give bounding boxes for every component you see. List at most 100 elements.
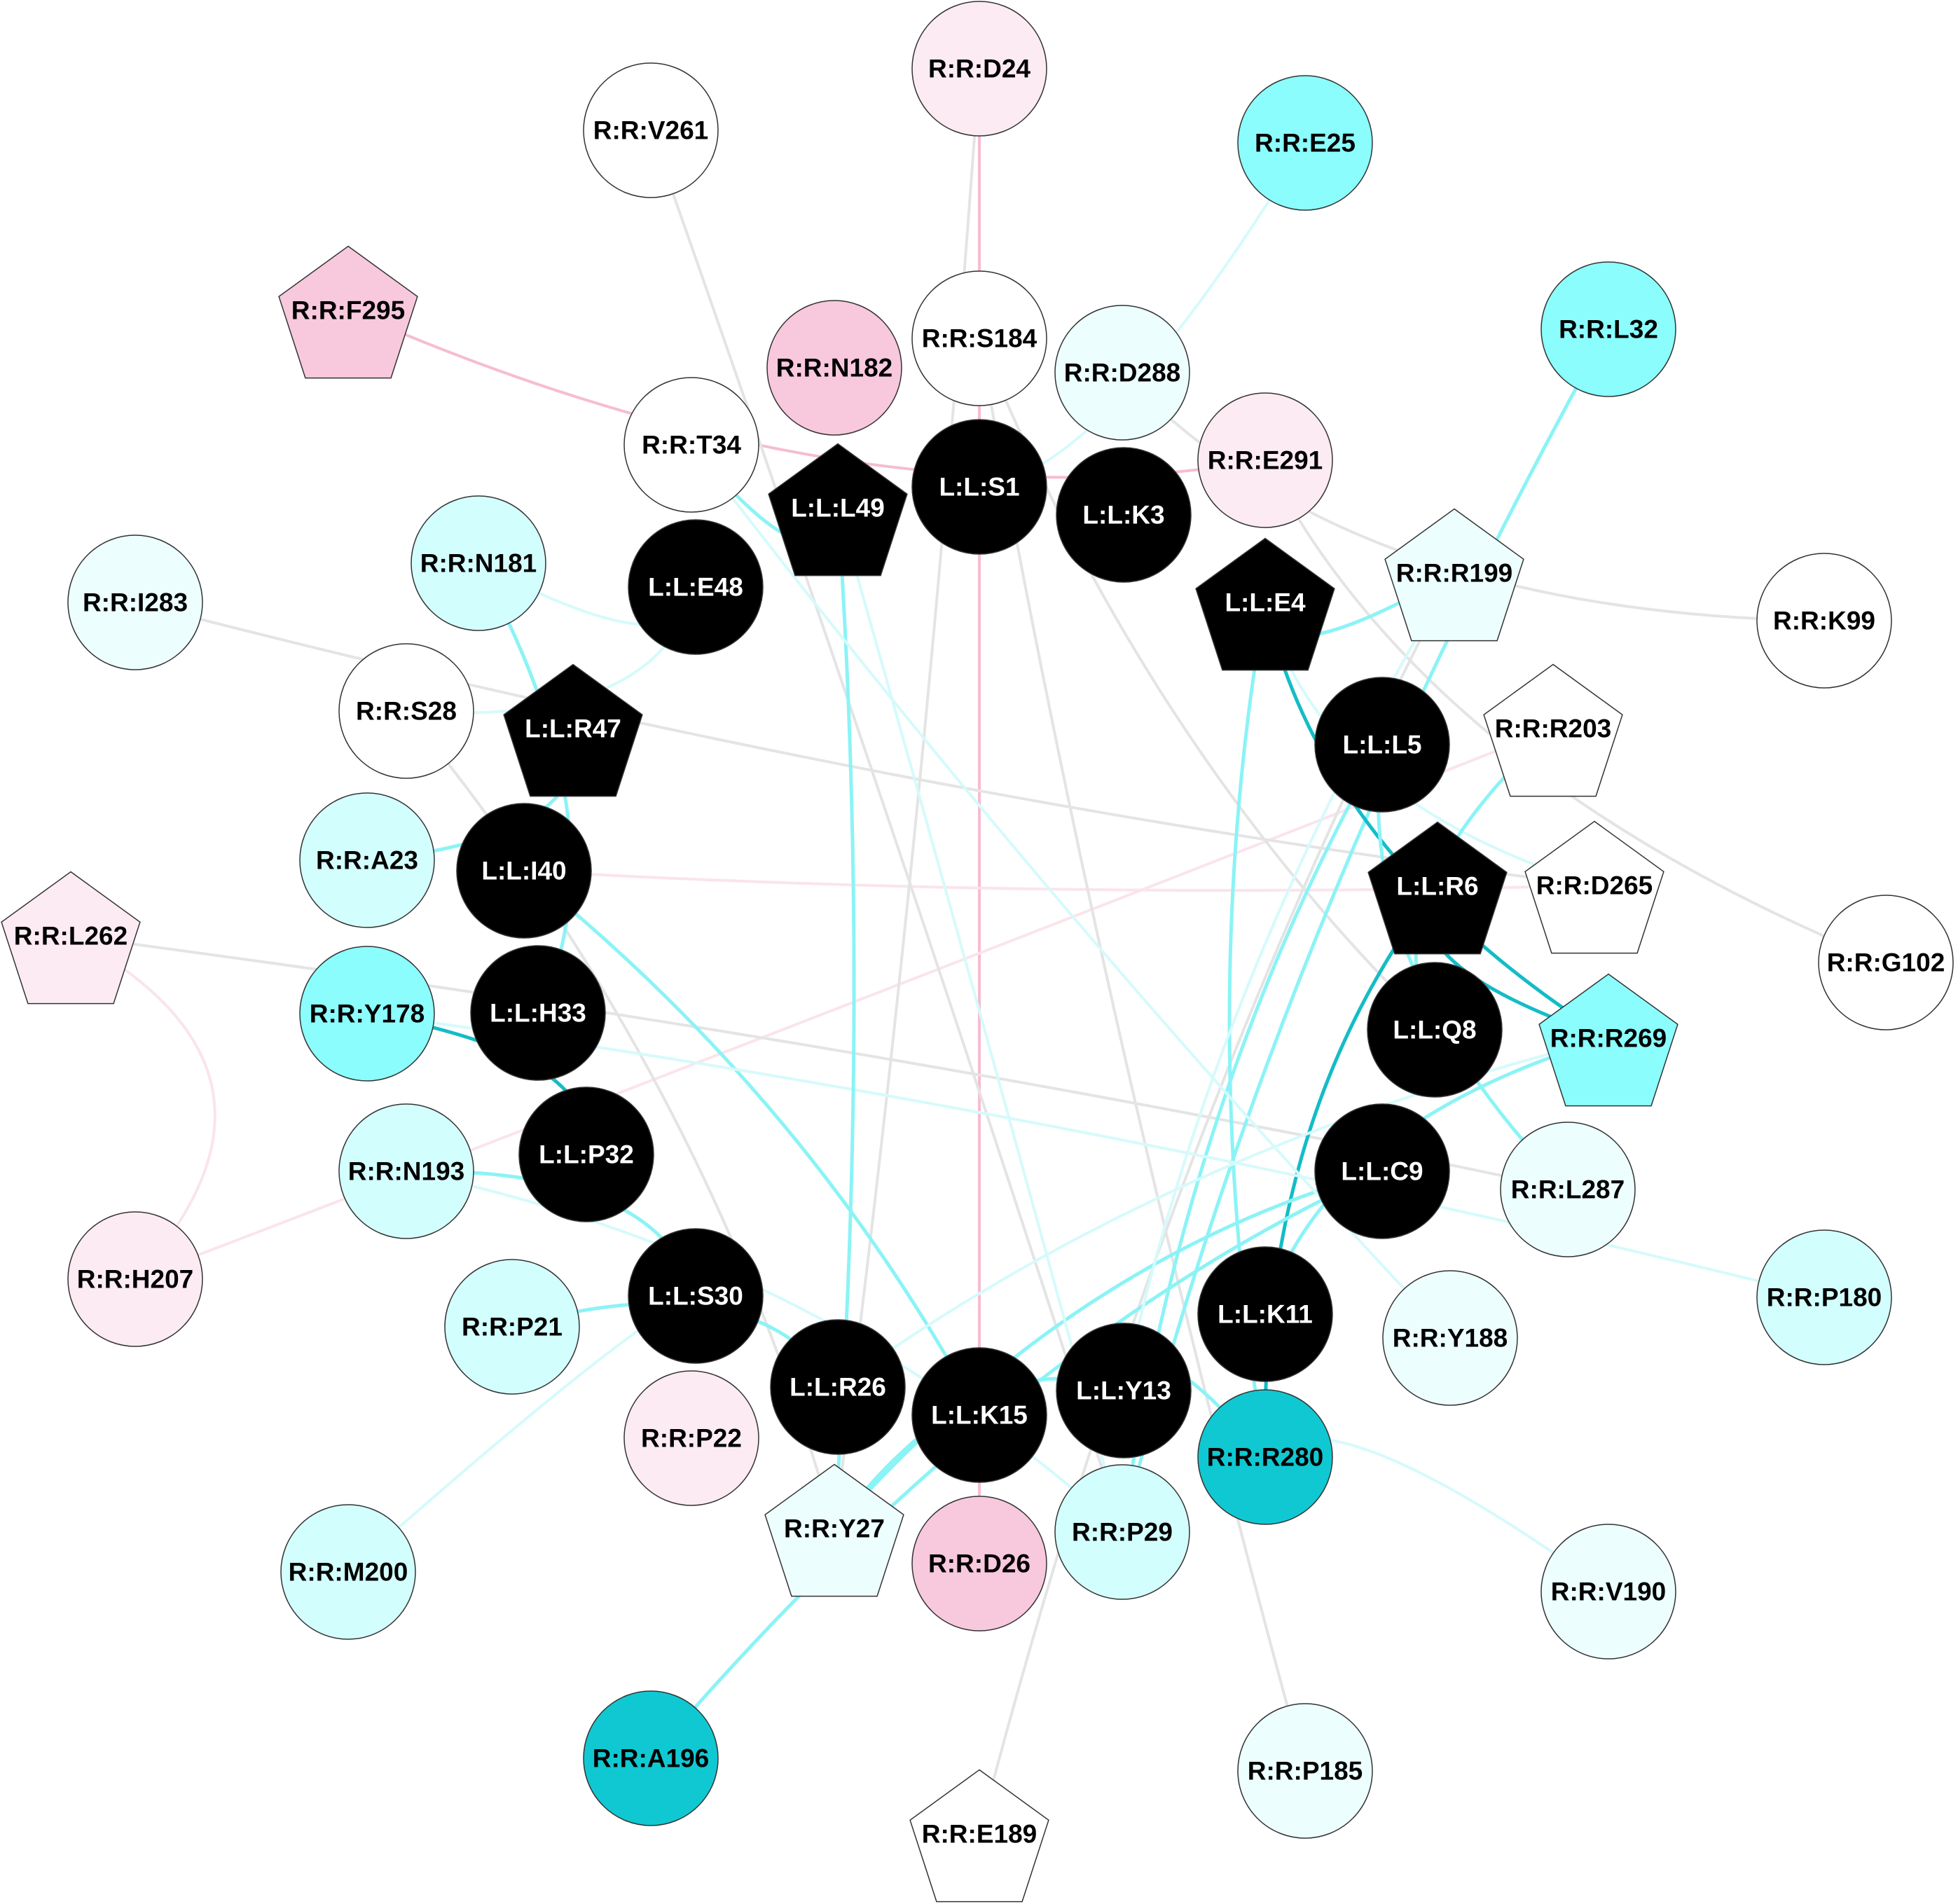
node-r-r-y27[interactable]: R:R:Y27 — [764, 1463, 904, 1597]
node-label: R:R:E189 — [922, 1820, 1037, 1849]
node-label: L:L:S1 — [939, 473, 1019, 502]
node-label: R:R:V261 — [593, 116, 709, 145]
node-l-l-y13[interactable]: L:L:Y13 — [1056, 1323, 1192, 1458]
node-r-r-p180[interactable]: R:R:P180 — [1756, 1229, 1892, 1365]
node-r-r-n193[interactable]: R:R:N193 — [338, 1103, 474, 1239]
node-shape-circle — [1367, 962, 1503, 1098]
node-l-l-s1[interactable]: L:L:S1 — [911, 419, 1047, 555]
edge-r-r-l262-r-r-h207 — [69, 934, 216, 1281]
node-label: R:R:D24 — [928, 55, 1030, 83]
node-shape-circle — [1314, 1103, 1450, 1239]
node-r-r-h207[interactable]: R:R:H207 — [67, 1211, 203, 1347]
node-label: L:L:K11 — [1218, 1300, 1313, 1329]
node-shape-circle — [1382, 1270, 1518, 1406]
node-r-r-a23[interactable]: R:R:A23 — [299, 792, 435, 928]
node-r-r-p22[interactable]: R:R:P22 — [623, 1370, 759, 1506]
node-l-l-e4[interactable]: L:L:E4 — [1195, 537, 1335, 671]
node-l-l-k15[interactable]: L:L:K15 — [911, 1347, 1047, 1483]
node-r-r-p185[interactable]: R:R:P185 — [1237, 1703, 1373, 1839]
node-shape-pentagon — [1195, 537, 1335, 671]
node-l-l-l5[interactable]: L:L:L5 — [1314, 677, 1450, 813]
node-r-r-e189[interactable]: R:R:E189 — [909, 1769, 1049, 1903]
node-r-r-l287[interactable]: R:R:L287 — [1500, 1122, 1636, 1257]
node-r-r-p29[interactable]: R:R:P29 — [1054, 1464, 1190, 1600]
node-r-r-k99[interactable]: R:R:K99 — [1756, 553, 1892, 689]
node-l-l-h33[interactable]: L:L:H33 — [470, 945, 606, 1081]
node-l-l-e48[interactable]: L:L:E48 — [628, 519, 764, 655]
node-label: R:R:N182 — [776, 354, 893, 382]
node-r-r-p21[interactable]: R:R:P21 — [444, 1259, 580, 1395]
node-label: R:R:M200 — [289, 1558, 408, 1587]
node-shape-circle — [628, 1228, 764, 1364]
node-shape-circle — [338, 1103, 474, 1239]
node-label: L:L:L49 — [791, 494, 885, 523]
node-r-r-r269[interactable]: R:R:R269 — [1538, 973, 1678, 1107]
node-shape-circle — [1056, 447, 1192, 583]
node-r-r-r280[interactable]: R:R:R280 — [1197, 1389, 1333, 1525]
node-shape-circle — [1500, 1122, 1636, 1257]
node-l-l-r47[interactable]: L:L:R47 — [503, 663, 643, 797]
node-r-r-d265[interactable]: R:R:D265 — [1524, 820, 1664, 954]
node-label: R:R:A23 — [316, 846, 418, 875]
node-shape-circle — [1197, 1389, 1333, 1525]
node-r-r-y188[interactable]: R:R:Y188 — [1382, 1270, 1518, 1406]
node-r-r-y178[interactable]: R:R:Y178 — [299, 946, 435, 1082]
node-r-r-v190[interactable]: R:R:V190 — [1540, 1524, 1676, 1660]
node-r-r-g102[interactable]: R:R:G102 — [1818, 895, 1954, 1030]
node-shape-pentagon — [503, 663, 643, 797]
node-label: L:L:I40 — [481, 857, 566, 885]
node-label: R:R:S28 — [356, 697, 457, 726]
node-label: R:R:L32 — [1559, 315, 1658, 344]
node-r-r-r203[interactable]: R:R:R203 — [1483, 663, 1623, 797]
node-label: R:R:N193 — [348, 1157, 465, 1186]
node-shape-circle — [1540, 261, 1676, 397]
node-r-r-n181[interactable]: R:R:N181 — [411, 495, 546, 631]
node-r-r-t34[interactable]: R:R:T34 — [623, 377, 759, 513]
node-r-r-d26[interactable]: R:R:D26 — [911, 1496, 1047, 1631]
node-r-r-i283[interactable]: R:R:I283 — [67, 534, 203, 670]
node-label: L:L:P32 — [539, 1140, 634, 1169]
node-r-r-e25[interactable]: R:R:E25 — [1237, 75, 1373, 211]
edge-l-l-k15-l-l-i40 — [522, 869, 981, 1417]
node-l-l-p32[interactable]: L:L:P32 — [518, 1086, 654, 1222]
node-shape-pentagon — [764, 1463, 904, 1597]
node-l-l-r26[interactable]: L:L:R26 — [770, 1319, 906, 1455]
node-r-r-l262[interactable]: R:R:L262 — [1, 871, 141, 1005]
node-l-l-k11[interactable]: L:L:K11 — [1197, 1246, 1333, 1382]
node-label: R:R:D288 — [1064, 359, 1181, 387]
node-label: R:R:I283 — [83, 588, 188, 617]
node-r-r-l32[interactable]: R:R:L32 — [1540, 261, 1676, 397]
node-l-l-q8[interactable]: L:L:Q8 — [1367, 962, 1503, 1098]
node-shape-pentagon — [1367, 821, 1508, 955]
node-l-l-s30[interactable]: L:L:S30 — [628, 1228, 764, 1364]
node-label: L:L:E48 — [648, 573, 743, 602]
node-label: L:L:C9 — [1341, 1157, 1423, 1186]
node-r-r-a196[interactable]: R:R:A196 — [583, 1690, 719, 1826]
node-r-r-f295[interactable]: R:R:F295 — [278, 245, 418, 379]
node-l-l-k3[interactable]: L:L:K3 — [1056, 447, 1192, 583]
node-label: R:R:Y188 — [1393, 1324, 1508, 1353]
node-l-l-l49[interactable]: L:L:L49 — [768, 443, 908, 577]
edge-r-r-s184-r-r-p185 — [978, 337, 1307, 1772]
node-r-r-d288[interactable]: R:R:D288 — [1054, 305, 1190, 441]
node-r-r-e291[interactable]: R:R:E291 — [1197, 392, 1333, 528]
node-l-l-i40[interactable]: L:L:I40 — [456, 803, 592, 939]
node-shape-circle — [338, 643, 474, 779]
node-r-r-r199[interactable]: R:R:R199 — [1384, 508, 1524, 642]
node-label: L:L:L5 — [1342, 731, 1421, 759]
node-label: R:R:Y27 — [784, 1515, 885, 1543]
node-shape-circle — [1237, 75, 1373, 211]
node-r-r-s28[interactable]: R:R:S28 — [338, 643, 474, 779]
node-r-r-v261[interactable]: R:R:V261 — [583, 62, 719, 198]
node-shape-pentagon — [1, 871, 141, 1005]
node-label: R:R:L262 — [14, 922, 127, 951]
node-r-r-n182[interactable]: R:R:N182 — [766, 300, 902, 436]
node-shape-circle — [299, 792, 435, 928]
node-l-l-c9[interactable]: L:L:C9 — [1314, 1103, 1450, 1239]
node-r-r-d24[interactable]: R:R:D24 — [911, 1, 1047, 137]
node-l-l-r6[interactable]: L:L:R6 — [1367, 821, 1508, 955]
node-shape-circle — [1756, 553, 1892, 689]
node-r-r-s184[interactable]: R:R:S184 — [911, 270, 1047, 406]
node-r-r-m200[interactable]: R:R:M200 — [280, 1504, 416, 1640]
